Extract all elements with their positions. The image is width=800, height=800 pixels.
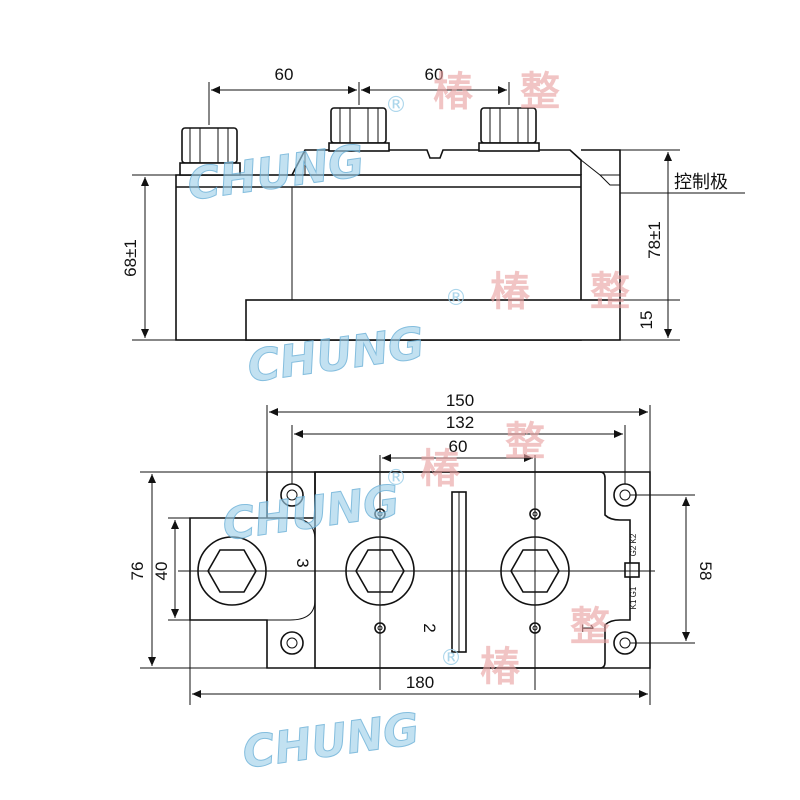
watermark-reg-4: ® <box>440 646 462 671</box>
dim-60-plan: 60 <box>449 437 468 456</box>
gate-label: 控制极 <box>674 172 728 193</box>
terminal-bolt-right <box>478 107 540 152</box>
watermark-cjk-2: 整 <box>520 69 560 115</box>
dim-132: 132 <box>446 413 474 432</box>
watermark-reg-1: ® <box>385 93 407 118</box>
watermark-cjk-4: 整 <box>590 269 630 315</box>
dim-76: 76 <box>128 562 147 581</box>
watermark-cjk-1: 椿 <box>433 69 474 115</box>
terminal-bolt-left <box>179 127 241 176</box>
terminal-bolt-middle <box>328 107 390 152</box>
watermark-cjk-3: 椿 <box>490 269 531 315</box>
pin-label-g2k2: G2 K2 <box>629 533 638 556</box>
watermark-cjk-5: 椿 <box>420 446 461 492</box>
gate-pin-block <box>624 562 640 578</box>
dim-40: 40 <box>152 562 171 581</box>
watermark-logo-4: CHUNG <box>239 704 422 779</box>
watermark-reg-3: ® <box>385 466 407 491</box>
terminal-label-1: 1 <box>578 623 597 632</box>
watermark-cjk-6: 整 <box>505 419 545 465</box>
dim-180: 180 <box>406 673 434 692</box>
plan-view: 150 132 60 76 40 58 180 3 2 1 G2 <box>128 391 715 705</box>
dim-68: 68±1 <box>121 239 140 277</box>
side-view: 60 60 68±1 78±1 15 控制极 <box>121 65 745 341</box>
dim-150: 150 <box>446 391 474 410</box>
pin-label-k1g1: K1 G1 <box>629 586 638 609</box>
terminal-label-2: 2 <box>420 623 439 632</box>
dim-60-right: 60 <box>425 65 444 84</box>
watermark-logo-3: CHUNG <box>219 476 402 551</box>
dim-15: 15 <box>637 311 656 330</box>
dim-58: 58 <box>696 562 715 581</box>
mount-hole-bl <box>280 631 304 655</box>
dim-60-left: 60 <box>275 65 294 84</box>
base-plate <box>245 299 621 341</box>
dim-78: 78±1 <box>645 221 664 259</box>
terminal-label-3: 3 <box>293 558 312 567</box>
watermark-cjk-8: 整 <box>570 604 610 650</box>
watermark-cjk-7: 椿 <box>480 644 521 690</box>
watermark-reg-2: ® <box>445 286 467 311</box>
